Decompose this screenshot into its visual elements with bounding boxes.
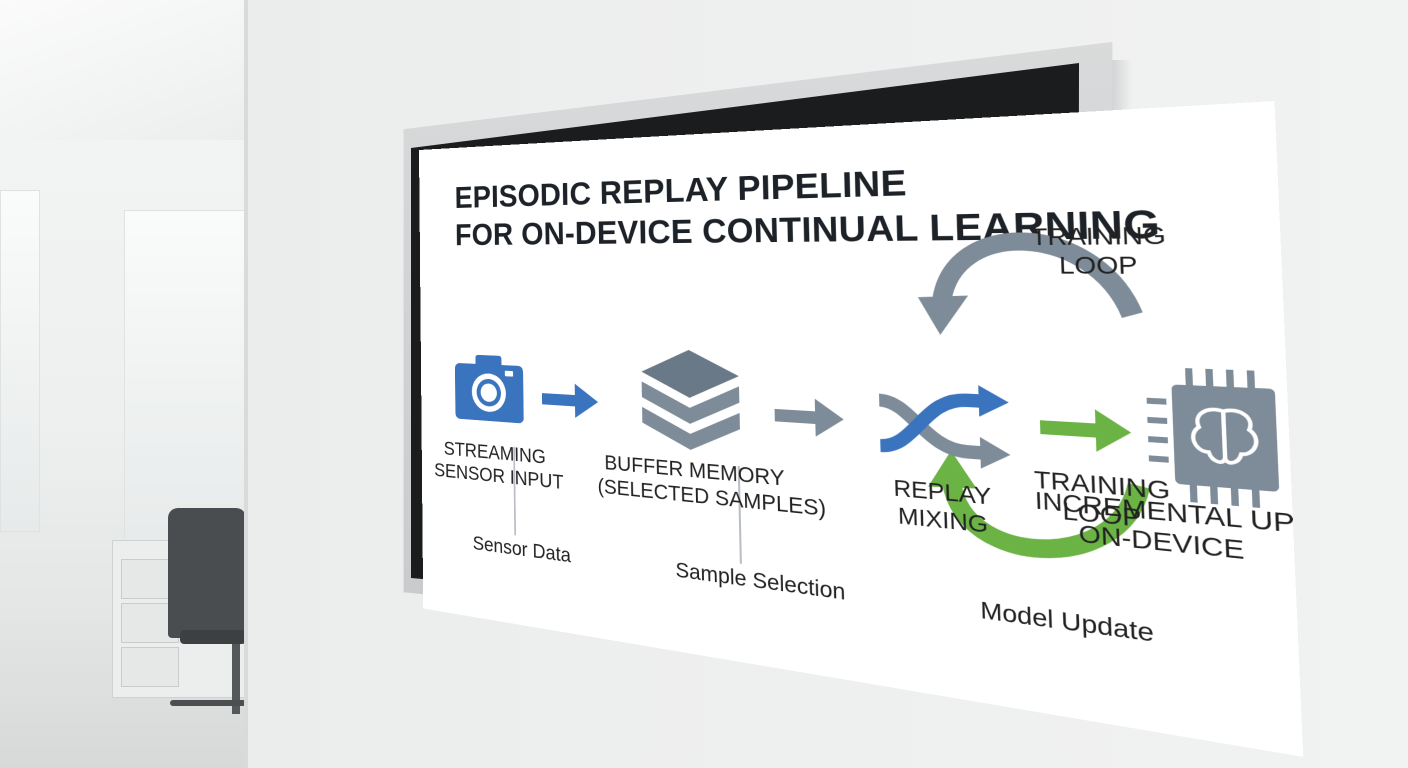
ceiling xyxy=(0,0,246,140)
layers-stack-icon xyxy=(641,348,741,454)
window-left xyxy=(0,190,40,532)
arrow-to-buffer xyxy=(541,383,599,420)
pipeline-diagram xyxy=(454,101,1280,757)
office-background xyxy=(0,0,246,768)
office-chair-leg xyxy=(232,644,240,714)
office-chair-back xyxy=(168,508,246,638)
office-chair-seat xyxy=(180,630,246,644)
arrow-to-updates xyxy=(1039,409,1133,455)
window-right xyxy=(124,210,246,552)
office-chair-base xyxy=(170,700,246,706)
desk-drawer xyxy=(121,647,179,687)
display-screen: EPISODIC REPLAY PIPELINE FOR ON-DEVICE C… xyxy=(419,101,1304,757)
arrow-to-replay xyxy=(774,398,845,439)
wall-edge xyxy=(244,0,248,768)
top-loop-label-line-2: LOOP xyxy=(1058,252,1139,280)
top-loop-label-line-1: TRAINING xyxy=(1030,222,1167,251)
top-loop-label: TRAINING LOOP xyxy=(1005,221,1196,281)
camera-icon xyxy=(454,354,524,424)
shuffle-icon xyxy=(879,381,1011,471)
